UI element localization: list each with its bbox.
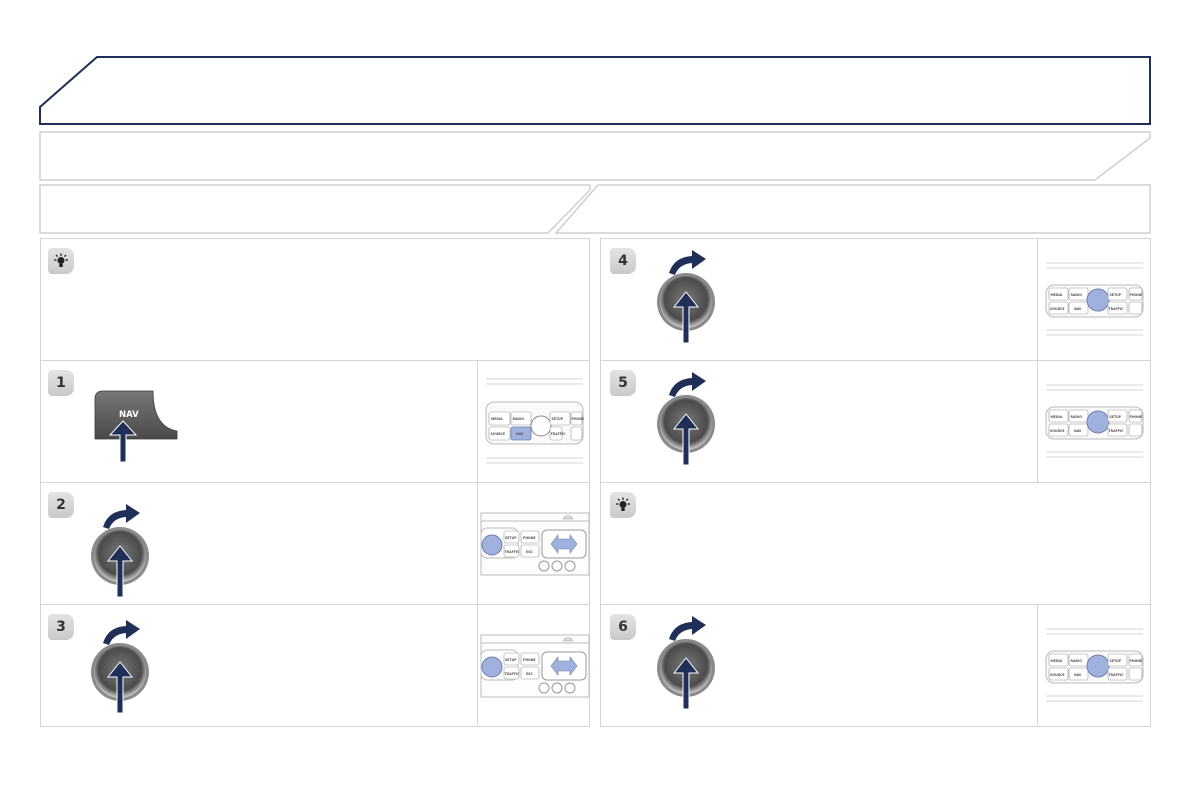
step-2-dashboard-thumbnail: SETUP PHONE TRAFFIC ESC [477,483,590,604]
tip-panel-right [600,482,1151,605]
svg-text:PHONE: PHONE [523,658,536,662]
tip-panel-left [40,238,590,361]
step-5-dashboard-thumbnail: MEDIA RADIO SETUP PHONE SOURCE NAV TRAFFIC [1037,361,1150,482]
step-1-panel: 1 NAV MEDIA RADIO SETUP PHONE SOURCE NAV TR… [40,360,590,483]
svg-text:SOURCE: SOURCE [491,432,506,436]
svg-text:MEDIA: MEDIA [491,417,503,421]
svg-text:NAV: NAV [1074,429,1082,433]
nav-button-press-icon: NAV [94,390,178,463]
svg-text:NAV: NAV [1074,307,1082,311]
svg-text:TRAFFIC: TRAFFIC [551,432,567,436]
svg-text:RADIO: RADIO [1071,415,1083,419]
step-2-badge: 2 [48,492,74,518]
left-section-banner [39,184,591,234]
rotate-press-knob-icon [657,250,715,344]
svg-text:MEDIA: MEDIA [1051,415,1063,419]
step-6-panel: 6 MEDIA RADIO SETUP PHONE SOURCE NAV TRAFFI… [600,604,1151,727]
svg-text:TRAFFIC: TRAFFIC [505,672,521,676]
step-1-dashboard-thumbnail: MEDIA RADIO SETUP PHONE SOURCE NAV TRAFFIC [477,361,590,482]
tip-badge [48,248,74,274]
step-1-badge: 1 [48,370,74,396]
svg-text:SOURCE: SOURCE [1050,307,1065,311]
step-6-dashboard-thumbnail: MEDIA RADIO SETUP PHONE SOURCE NAV TRAFFIC [1037,605,1150,726]
rotate-press-knob-icon [657,616,715,710]
svg-text:RADIO: RADIO [513,417,525,421]
svg-text:MEDIA: MEDIA [1051,659,1063,663]
svg-text:PHONE: PHONE [1130,659,1143,663]
svg-text:PHONE: PHONE [1130,415,1143,419]
svg-text:ESC: ESC [526,672,533,676]
tip-badge [610,492,636,518]
rotate-press-knob-icon [91,504,149,598]
step-5-panel: 5 MEDIA RADIO SETUP PHONE SOURCE NAV TRAFFI… [600,360,1151,483]
svg-text:TRAFFIC: TRAFFIC [1109,673,1125,677]
step-4-badge: 4 [610,248,636,274]
svg-text:SETUP: SETUP [505,536,517,540]
svg-text:TRAFFIC: TRAFFIC [505,550,521,554]
svg-text:SETUP: SETUP [1110,659,1122,663]
right-section-banner [554,184,1151,234]
step-4-dashboard-thumbnail: MEDIA RADIO SETUP PHONE SOURCE NAV TRAFFIC [1037,239,1150,360]
nav-key-label: NAV [119,410,139,420]
svg-text:ESC: ESC [526,550,533,554]
svg-text:SETUP: SETUP [1110,415,1122,419]
header-frames [39,56,1151,234]
svg-text:RADIO: RADIO [1071,659,1083,663]
step-3-dashboard-thumbnail: SETUP PHONE TRAFFIC ESC [477,605,590,726]
step-6-badge: 6 [610,614,636,640]
step-3-panel: 3 SETUP PHONE TRAFFIC ESC [40,604,590,727]
rotate-press-knob-icon [91,620,149,714]
svg-text:MEDIA: MEDIA [1051,293,1063,297]
svg-text:RADIO: RADIO [1071,293,1083,297]
svg-text:NAV: NAV [516,432,524,436]
svg-text:SETUP: SETUP [505,658,517,662]
svg-text:SETUP: SETUP [1110,293,1122,297]
subtitle-banner [39,131,1151,181]
rotate-press-knob-icon [657,372,715,466]
step-4-panel: 4 MEDIA RADIO SETUP PHONE SOURCE NAV TRAFFI… [600,238,1151,361]
svg-text:TRAFFIC: TRAFFIC [1109,429,1125,433]
svg-text:NAV: NAV [1074,673,1082,677]
svg-text:SETUP: SETUP [552,417,564,421]
step-3-badge: 3 [48,614,74,640]
svg-text:PHONE: PHONE [572,417,585,421]
svg-text:SOURCE: SOURCE [1050,429,1065,433]
svg-text:SOURCE: SOURCE [1050,673,1065,677]
svg-text:TRAFFIC: TRAFFIC [1109,307,1125,311]
svg-text:PHONE: PHONE [1130,293,1143,297]
step-2-panel: 2 SETUP PHONE TRAFFIC ESC [40,482,590,605]
svg-text:PHONE: PHONE [523,536,536,540]
bulb-icon [616,497,630,511]
step-5-badge: 5 [610,370,636,396]
title-banner [39,56,1151,125]
bulb-icon [54,253,68,267]
